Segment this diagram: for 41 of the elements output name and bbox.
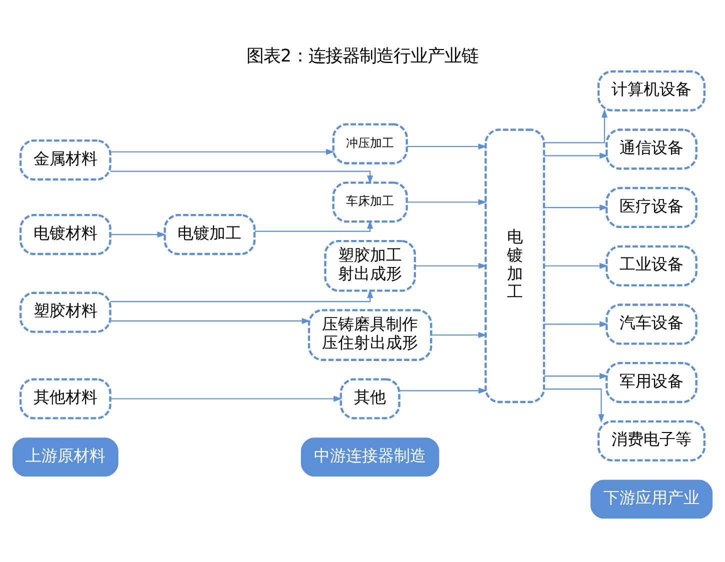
arrow [110,148,335,155]
arrow [544,152,608,159]
arrow [110,289,374,302]
node-box: 医疗设备 [606,187,698,228]
diagram-title: 图表2：连接器制造行业产业链 [246,46,478,66]
node-box: 其他材料 [19,378,112,420]
arrow [254,220,374,232]
node-box: 塑胶材料 [19,292,112,333]
node-box: 金属材料 [19,139,112,181]
arrow [110,396,342,402]
arrow [544,321,608,328]
arrow [544,373,608,380]
arrow [544,388,604,423]
node-box: 车床加工 [332,182,408,223]
node-box: 中游连接器制造 [300,438,440,477]
arrow [110,170,374,184]
arrow [415,262,488,269]
node-box: 电镀加工 [484,128,546,404]
node-box: 工业设备 [606,245,698,286]
arrow [406,143,487,150]
node-box: 军用设备 [606,362,698,404]
arrow [110,232,166,238]
node-box: 计算机设备 [597,70,706,112]
node-box: 其他 [340,378,400,420]
node-box: 塑胶加工射出成形 [324,240,416,292]
arrow [110,318,310,324]
node-box: 通信设备 [606,128,698,170]
node-box: 上游原材料 [12,438,118,477]
node-box: 汽车设备 [606,304,698,345]
node-box: 电镀材料 [19,214,112,256]
node-box: 消费电子等 [597,420,706,462]
node-box: 电镀加工 [164,214,256,256]
arrow [406,199,487,206]
arrow [399,388,488,394]
node-box: 下游应用产业 [590,480,713,519]
node-box: 冲压加工 [332,123,408,164]
node-box: 压铸磨具制作压住射出成形 [308,309,432,361]
arrow [544,262,608,269]
arrow [544,204,608,211]
arrow [431,332,487,338]
arrow [544,108,608,144]
